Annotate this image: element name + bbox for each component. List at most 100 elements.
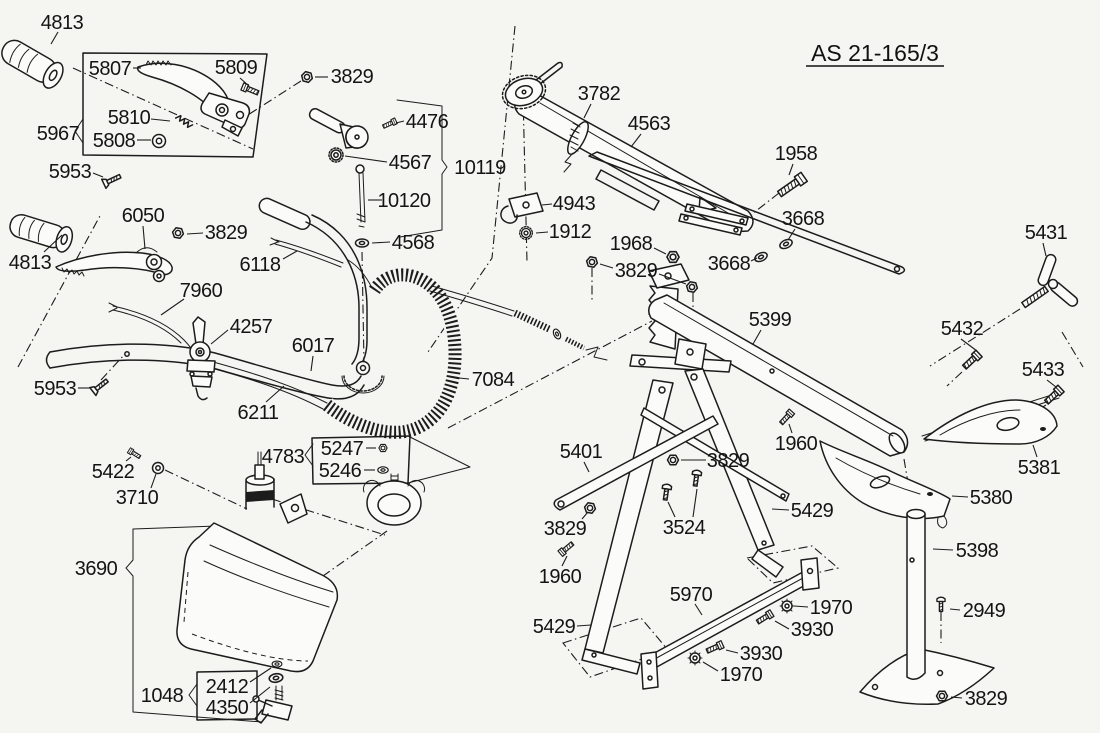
part-label-5953: 5953 <box>49 161 92 183</box>
part-label-5429: 5429 <box>791 500 834 522</box>
part-label-4350: 4350 <box>206 697 249 719</box>
leader-line-3829 <box>658 273 687 285</box>
part-label-5970: 5970 <box>670 584 713 606</box>
part-label-4476: 4476 <box>406 111 449 133</box>
leader-line-5399 <box>752 329 762 345</box>
leader-line-5380 <box>951 495 969 498</box>
part-label-1960: 1960 <box>775 433 818 455</box>
handle-grip-top-left <box>1 39 64 89</box>
leader-line-4813 <box>43 234 63 253</box>
leader-line-1960 <box>788 423 793 434</box>
part-label-5247: 5247 <box>321 438 364 460</box>
part-label-5399: 5399 <box>749 309 792 331</box>
part-label-3829: 3829 <box>544 518 587 540</box>
part-label-4567: 4567 <box>389 152 432 174</box>
part-label-4783: 4783 <box>262 446 305 468</box>
leader-line-5381 <box>1032 444 1038 458</box>
leader-line-4257 <box>210 329 229 345</box>
leader-line-1968 <box>653 247 667 255</box>
leader-line-5429 <box>771 508 790 511</box>
part-label-3668: 3668 <box>708 253 751 275</box>
part-label-3829: 3829 <box>615 260 658 282</box>
petcock-group-1048 <box>188 660 293 724</box>
part-label-5401: 5401 <box>560 441 603 463</box>
part-label-4257: 4257 <box>230 316 273 338</box>
part-label-4943: 4943 <box>553 193 596 215</box>
part-label-10120: 10120 <box>377 190 430 212</box>
leader-line-1970 <box>793 605 809 608</box>
main-frame-tube-5399 <box>648 263 909 457</box>
leader-line-2412 <box>249 667 272 683</box>
part-label-6050: 6050 <box>122 205 165 227</box>
part-label-5807: 5807 <box>89 58 132 80</box>
leader-line-3524 <box>667 501 676 518</box>
leader-line-3782 <box>583 103 592 119</box>
part-label-1048: 1048 <box>141 685 184 707</box>
leader-line-5429 <box>576 624 592 627</box>
part-label-5432: 5432 <box>941 318 984 340</box>
frame-legs-and-straps <box>553 338 796 675</box>
leader-line-1960 <box>561 555 568 567</box>
torque-tube-4563 <box>501 61 906 275</box>
part-label-3829: 3829 <box>331 66 374 88</box>
leader-line-3829 <box>581 511 589 520</box>
leader-line-3930 <box>725 649 739 654</box>
part-label-7084: 7084 <box>472 369 515 391</box>
part-label-3829: 3829 <box>707 450 750 472</box>
part-label-5246: 5246 <box>319 460 362 482</box>
leader-line-4476 <box>395 120 405 124</box>
leader-line-4813 <box>50 31 59 45</box>
leader-line-3668 <box>787 228 796 241</box>
cover-panel-5380 <box>819 440 951 529</box>
mount-straps-1958 <box>584 171 809 294</box>
leader-line-5431 <box>1042 242 1047 257</box>
diagram-title: AS 21-165/3 <box>811 40 939 66</box>
part-label-1912: 1912 <box>549 221 592 243</box>
leader-line-3829 <box>599 263 614 269</box>
leader-line-6211 <box>265 385 285 403</box>
drawing-title: AS 21-165/3 <box>806 40 944 67</box>
leader-line-7084 <box>458 377 470 380</box>
handle-grip-left <box>9 213 74 253</box>
leader-line-5809 <box>239 77 250 87</box>
part-label-1970: 1970 <box>720 664 763 686</box>
leader-line-5422 <box>125 456 132 462</box>
tank-cap-group-4783 <box>304 435 471 526</box>
coiled-cable-7084 <box>321 259 608 441</box>
part-label-6017: 6017 <box>292 335 335 357</box>
leader-line-1912 <box>535 231 549 234</box>
part-label-5808: 5808 <box>93 130 136 152</box>
part-label-2412: 2412 <box>206 676 249 698</box>
leader-line-4350 <box>249 686 271 704</box>
part-label-1970: 1970 <box>810 597 853 619</box>
leader-line-6017 <box>310 355 314 372</box>
leader-line-3829 <box>950 696 963 699</box>
part-label-3782: 3782 <box>578 83 621 105</box>
leader-line-4567 <box>344 155 388 163</box>
leader-line-3710 <box>150 473 157 489</box>
part-label-5431: 5431 <box>1025 222 1068 244</box>
part-label-2949: 2949 <box>963 600 1006 622</box>
t-handle-5431 <box>960 253 1079 407</box>
part-label-6211: 6211 <box>237 402 278 424</box>
part-label-5429: 5429 <box>533 616 576 638</box>
part-label-1958: 1958 <box>775 143 818 165</box>
part-label-3710: 3710 <box>116 487 159 509</box>
leader-line-3829 <box>186 232 204 235</box>
throttle-lever-group-box <box>74 52 315 190</box>
leader-line-5953 <box>92 172 104 178</box>
part-label-4813: 4813 <box>41 12 84 34</box>
leader-line-5433 <box>1046 379 1057 388</box>
leader-line-6118 <box>282 250 298 260</box>
leader-line-4563 <box>630 133 642 148</box>
leader-line-2949 <box>949 608 961 611</box>
upper-lever-assembly <box>308 99 448 248</box>
leader-line-3668 <box>750 257 758 262</box>
part-label-3829: 3829 <box>965 688 1008 710</box>
part-label-5810: 5810 <box>108 107 151 129</box>
part-label-5380: 5380 <box>970 487 1013 509</box>
tube-clamp-4943 <box>500 192 544 240</box>
part-label-5381: 5381 <box>1018 457 1061 479</box>
